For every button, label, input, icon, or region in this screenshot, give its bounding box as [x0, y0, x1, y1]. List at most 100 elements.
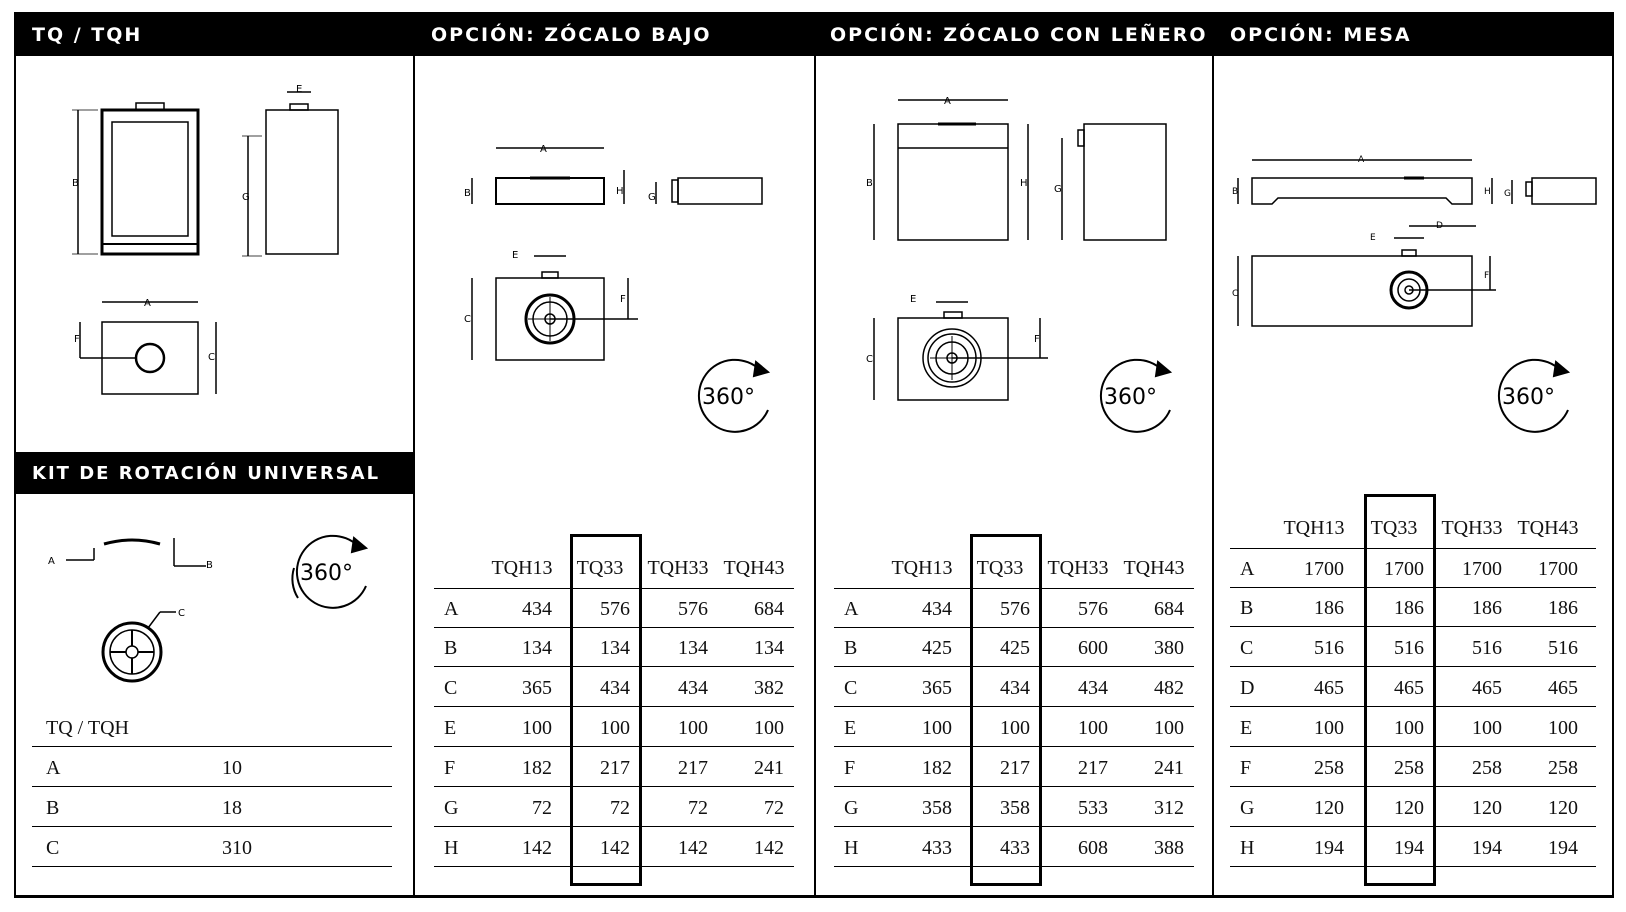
table-cell: 217: [1078, 757, 1108, 779]
zocalo-lenero-top: F C E: [866, 294, 1048, 401]
table-cell: 434: [1000, 677, 1030, 699]
table-cell: 142: [522, 837, 552, 859]
table-cell: 100: [600, 717, 630, 739]
table-cell: 382: [754, 677, 784, 699]
svg-text:B: B: [1232, 187, 1238, 197]
table-cell: 465: [1472, 677, 1502, 699]
table-cell: 186: [1314, 597, 1344, 619]
svg-text:F: F: [620, 294, 626, 305]
svg-text:F: F: [1484, 271, 1489, 281]
column-header: TQH43: [1517, 517, 1579, 539]
table-cell: 684: [1154, 598, 1184, 620]
table-cell: 576: [678, 598, 708, 620]
column-header: TQ33: [576, 557, 624, 579]
row-label: H: [844, 837, 859, 859]
row-label: F: [444, 757, 456, 779]
table-cell: 516: [1472, 637, 1502, 659]
row-label: A: [844, 598, 859, 620]
header-zocalo-bajo: OPCIÓN: ZÓCALO BAJO: [431, 24, 712, 46]
highlight-tq33-column: [1364, 494, 1436, 886]
table-cell: 100: [1078, 717, 1108, 739]
table-cell: 576: [600, 598, 630, 620]
table-cell: 425: [922, 637, 952, 659]
row-value: 18: [222, 797, 242, 819]
table-cell: 72: [764, 797, 784, 819]
svg-text:E: E: [512, 250, 518, 261]
svg-text:360°: 360°: [1104, 385, 1157, 410]
column-header: TQH43: [723, 557, 785, 579]
table-cell: 142: [678, 837, 708, 859]
svg-text:C: C: [208, 352, 215, 363]
table-cell: 120: [1394, 797, 1424, 819]
rotation-360-icon: 360°: [697, 358, 771, 433]
svg-text:F: F: [74, 334, 80, 345]
table-cell: 433: [1000, 837, 1030, 859]
svg-text:E: E: [910, 294, 916, 305]
table-cell: 358: [922, 797, 952, 819]
table-cell: 1700: [1462, 558, 1502, 580]
table-cell: 134: [522, 637, 552, 659]
svg-text:D: D: [1436, 221, 1443, 231]
table-cell: 72: [532, 797, 552, 819]
row-label: F: [844, 757, 856, 779]
svg-text:A: A: [540, 144, 547, 155]
table-cell: 142: [754, 837, 784, 859]
table-cell: 1700: [1384, 558, 1424, 580]
svg-text:G: G: [648, 192, 656, 203]
row-label: A: [1240, 558, 1255, 580]
table-cell: 365: [522, 677, 552, 699]
tq-top-view: F C A: [74, 298, 217, 395]
table-cell: 194: [1314, 837, 1344, 859]
table-cell: 465: [1394, 677, 1424, 699]
row-label: B: [444, 637, 458, 659]
column-header: TQH33: [1441, 517, 1503, 539]
svg-text:A: A: [1358, 155, 1365, 165]
column-divider: [1212, 12, 1214, 898]
svg-text:G: G: [1504, 189, 1511, 199]
row-label: B: [1240, 597, 1254, 619]
table-row: A 10: [32, 748, 392, 787]
table-cell: 388: [1154, 837, 1184, 859]
svg-text:A: A: [944, 96, 951, 107]
table-cell: 482: [1154, 677, 1184, 699]
svg-text:G: G: [242, 192, 250, 203]
row-value: 310: [222, 837, 252, 859]
burner-details: [528, 297, 974, 380]
table-cell: 312: [1154, 797, 1184, 819]
column-header: TQ33: [976, 557, 1024, 579]
svg-text:B: B: [464, 188, 471, 199]
table-cell: 608: [1078, 837, 1108, 859]
table-cell: 365: [922, 677, 952, 699]
table-cell: 100: [1314, 717, 1344, 739]
table-cell: 186: [1548, 597, 1578, 619]
kit-table: TQ / TQH A 10 B 18 C 310: [32, 708, 392, 868]
row-label: D: [1240, 677, 1255, 699]
svg-text:360°: 360°: [300, 561, 353, 586]
column-header: TQ33: [1370, 517, 1418, 539]
row-label: A: [46, 757, 61, 779]
column-header: TQH13: [491, 557, 553, 579]
table-row: B 18: [32, 788, 392, 827]
svg-text:H: H: [1020, 178, 1028, 189]
table-cell: 434: [1078, 677, 1108, 699]
table-cell: 380: [1154, 637, 1184, 659]
kit-table-title: TQ / TQH: [46, 717, 129, 739]
row-label: C: [844, 677, 858, 699]
table-cell: 100: [678, 717, 708, 739]
row-label: B: [844, 637, 858, 659]
table-row: C 365 434 434 482: [834, 668, 1194, 707]
table-cell: 465: [1314, 677, 1344, 699]
row-label: B: [46, 797, 60, 819]
row-label: G: [844, 797, 859, 819]
